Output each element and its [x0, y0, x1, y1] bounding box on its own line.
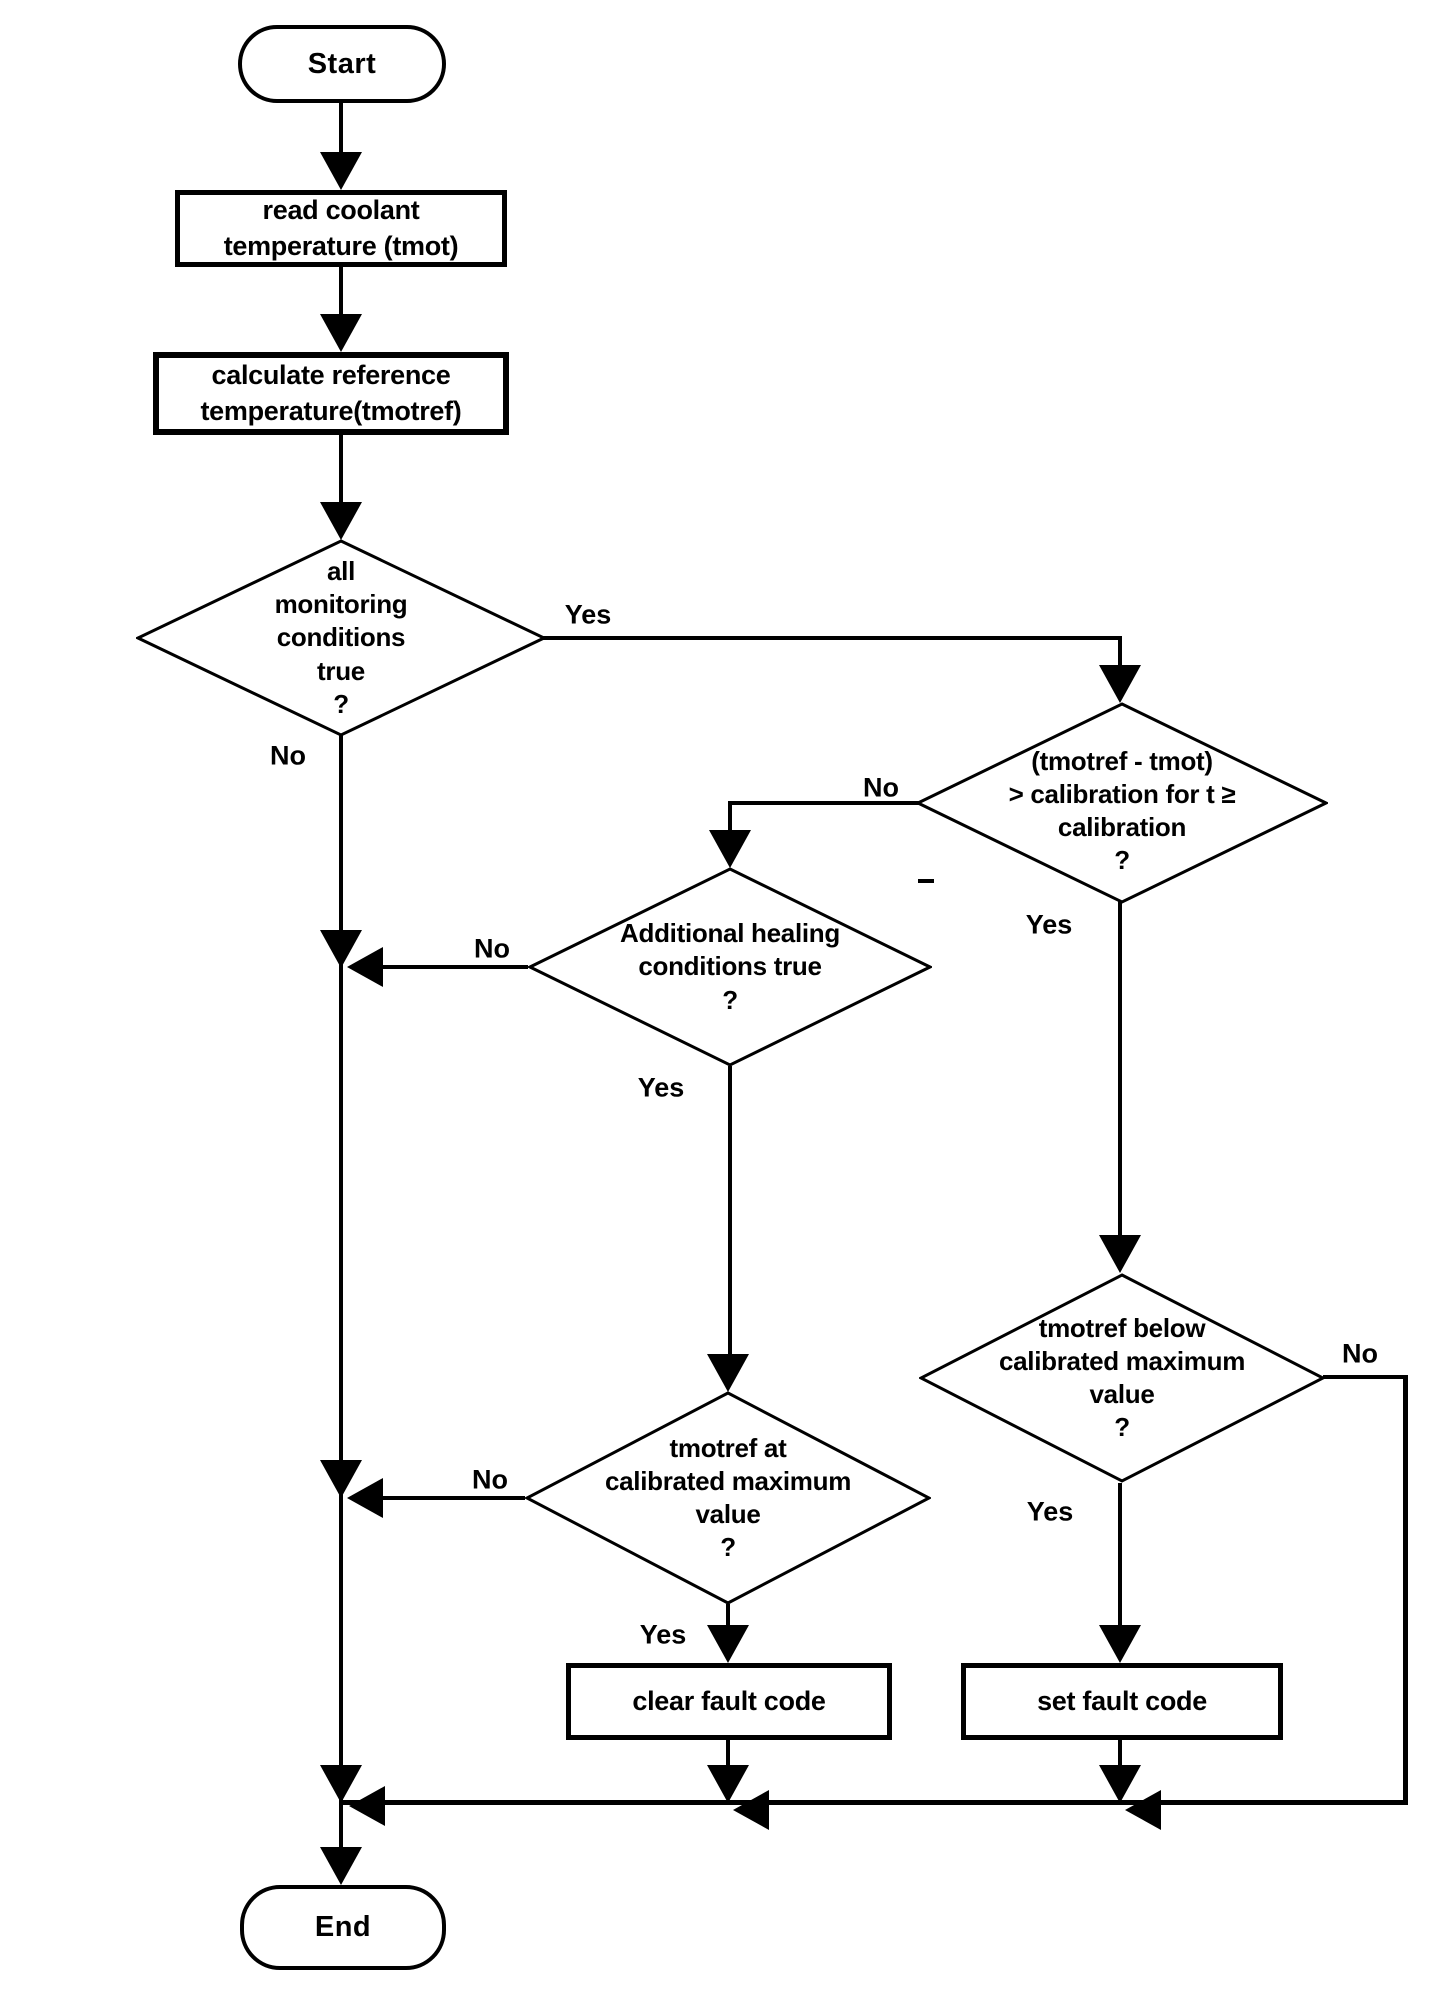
edge-label-healing-no: No: [474, 933, 510, 964]
edge-label-below-max-yes: Yes: [1026, 1496, 1074, 1527]
arrowhead-merge-left-at-set: [1125, 1790, 1161, 1830]
arrowhead-into-monitoring-decision: [320, 502, 362, 540]
edge-label-delta-yes: Yes: [1025, 909, 1073, 940]
edge-below-max-no-vertical: [1403, 1375, 1408, 1805]
edge-at-max-yes-vertical: [726, 1604, 730, 1630]
edge-label-below-max-no: No: [1342, 1338, 1378, 1369]
arrowhead-into-healing-decision: [709, 830, 751, 868]
start-terminal: [238, 25, 446, 103]
arrowhead-merge-left-at-clear: [733, 1790, 769, 1830]
process-set-fault: [961, 1663, 1283, 1740]
edge-at-max-no-horizontal: [383, 1496, 525, 1500]
edge-label-at-max-yes: Yes: [639, 1619, 687, 1650]
edge-monitoring-yes-vertical: [1118, 636, 1122, 676]
edge-label-at-max-no: No: [472, 1464, 508, 1495]
edge-label-monitoring-no: No: [270, 740, 306, 771]
edge-label-healing-yes: Yes: [637, 1072, 685, 1103]
arrowhead-into-at-max-decision: [707, 1354, 749, 1392]
process-calc-reference: [153, 352, 509, 435]
arrowhead-into-clear-fault: [707, 1625, 749, 1663]
decision-delta-shape: [916, 702, 1328, 904]
scan-artifact-dash: [918, 879, 934, 883]
arrowhead-at-max-no-into-main: [347, 1478, 383, 1518]
edge-below-max-no-horizontal: [1323, 1375, 1408, 1379]
edge-below-max-yes-vertical: [1118, 1483, 1122, 1629]
edge-delta-no-horizontal: [730, 801, 920, 805]
edge-delta-no-vertical: [728, 801, 732, 835]
arrowhead-into-below-max-decision: [1099, 1235, 1141, 1273]
edge-calc-to-monitoring: [339, 435, 343, 505]
arrowhead-into-end: [320, 1847, 362, 1885]
edge-label-monitoring-yes: Yes: [564, 599, 612, 630]
edge-set-fault-out: [1118, 1740, 1122, 1768]
process-read-coolant: [175, 190, 507, 267]
decision-healing-shape: [528, 867, 932, 1067]
decision-below-max-shape: [919, 1273, 1325, 1483]
edge-read-to-calc: [339, 267, 343, 317]
process-clear-fault: [566, 1663, 892, 1740]
end-terminal: [240, 1885, 446, 1970]
edge-monitoring-yes-horizontal: [540, 636, 1122, 640]
edge-monitoring-no-main-vertical: [339, 735, 343, 1852]
edge-merge-horizontal: [341, 1800, 1408, 1805]
edge-healing-yes-vertical: [728, 1066, 732, 1358]
arrowhead-into-calc-ref: [320, 314, 362, 352]
edge-start-to-read: [339, 103, 343, 155]
edge-delta-yes-vertical: [1118, 900, 1122, 1240]
decision-monitoring-shape: [136, 539, 546, 737]
arrowhead-merge-into-main: [349, 1786, 385, 1826]
arrowhead-into-set-fault: [1099, 1625, 1141, 1663]
edge-clear-fault-out: [726, 1740, 730, 1768]
edge-healing-no-horizontal: [383, 965, 528, 969]
edge-label-delta-no: No: [863, 772, 899, 803]
arrowhead-healing-no-into-main: [347, 947, 383, 987]
arrowhead-into-delta-decision: [1099, 665, 1141, 703]
decision-at-max-shape: [525, 1391, 931, 1605]
arrowhead-into-read-coolant: [320, 152, 362, 190]
